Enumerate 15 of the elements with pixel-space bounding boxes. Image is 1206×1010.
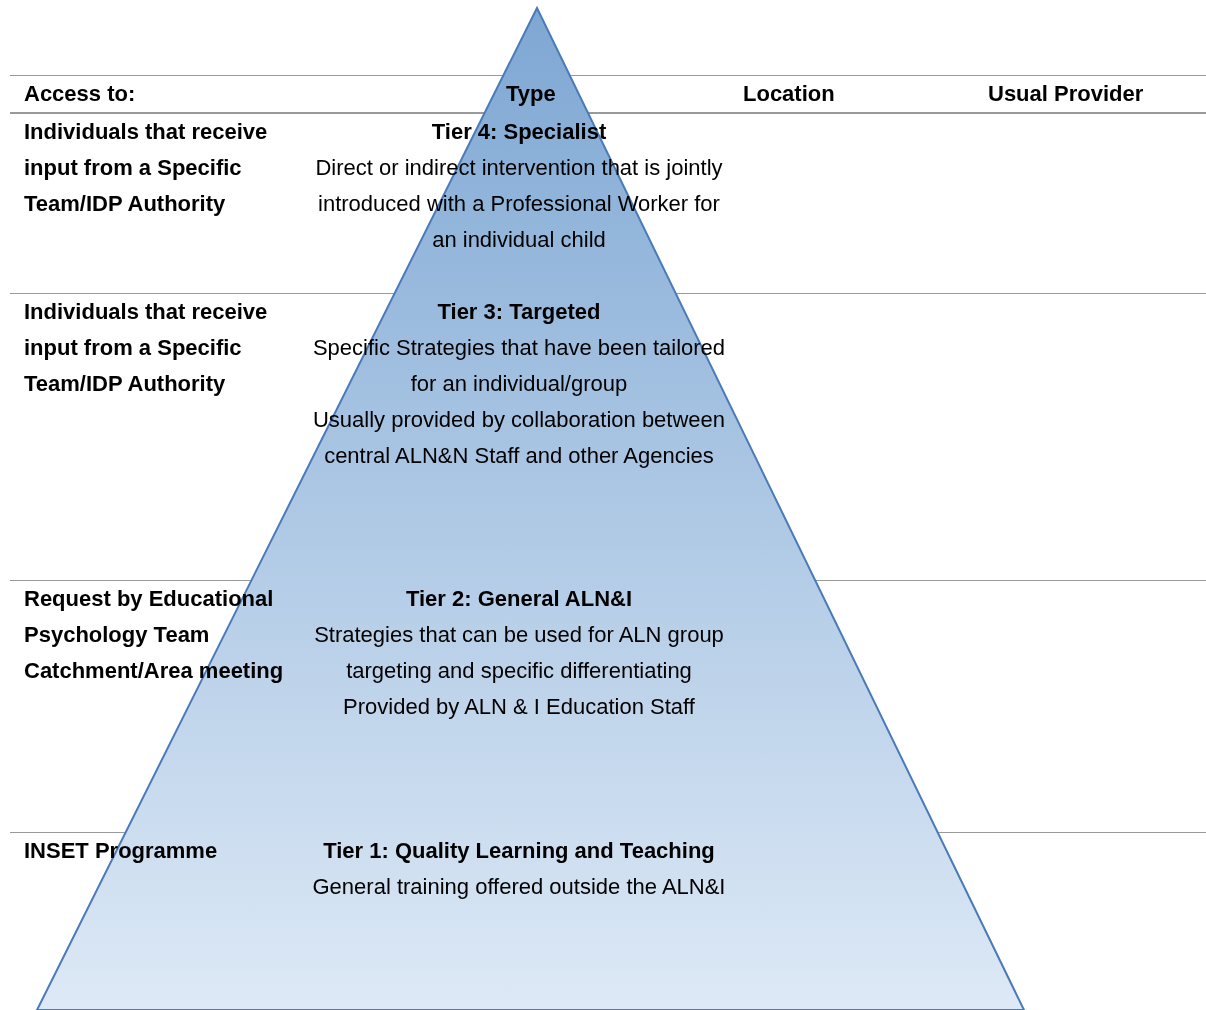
tier-title: Tier 3: Targeted: [436, 298, 602, 326]
tier-description: Provided by ALN & I Education Staff: [342, 693, 696, 721]
row-label: Individuals that receive input from a Specific Team/IDP Authority: [24, 298, 269, 398]
row-label: Individuals that receive input from a Specific Team/IDP Authority: [24, 118, 269, 218]
tier-title: Tier 4: Specialist: [430, 118, 608, 146]
column-header: Access to:: [24, 80, 136, 108]
tier-title: Tier 1: Quality Learning and Teaching: [322, 837, 716, 865]
tier-title: Tier 2: General ALN&I: [404, 585, 634, 613]
tier-description: General training offered outside the ALN&I: [311, 873, 727, 901]
column-header: Location: [743, 80, 835, 108]
column-header: Usual Provider: [988, 80, 1144, 108]
column-header: Type: [506, 80, 556, 108]
tier-description: Strategies that can be used for ALN group targeting and specific differentiating: [313, 621, 725, 685]
tier-description: Usually provided by collaboration between central ALN&N Staff and other Agencies: [311, 406, 727, 470]
row-label: INSET Programme: [24, 837, 219, 865]
